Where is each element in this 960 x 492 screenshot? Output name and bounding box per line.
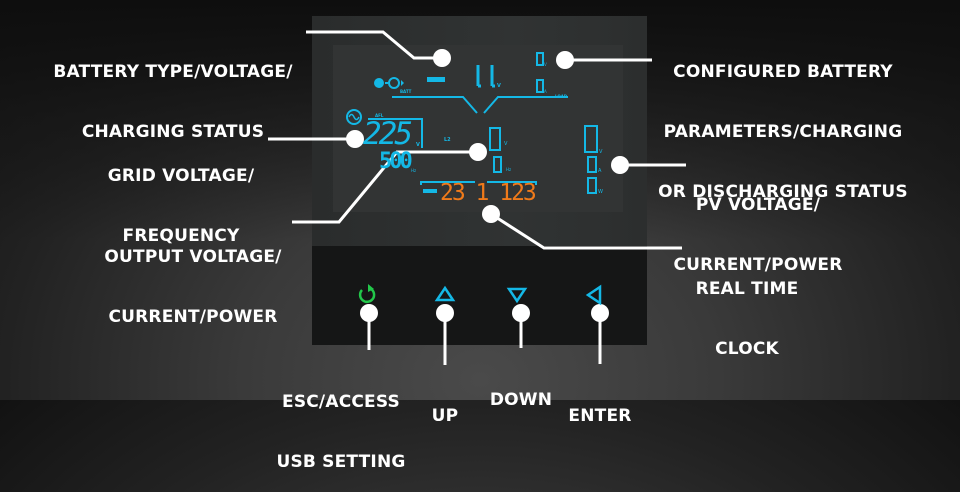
callout-configured-line1: CONFIGURED BATTERY	[673, 62, 893, 82]
callout-pv-label: PV VOLTAGE/ CURRENT/POWER	[660, 155, 856, 295]
lcd-graphics	[292, 30, 682, 322]
callout-dot-enter	[591, 304, 609, 322]
enter-button-label: ENTER	[555, 366, 645, 446]
callout-clock-label: REAL TIME CLOCK	[672, 239, 822, 379]
output-freq-digit	[493, 156, 502, 173]
down-button-label: DOWN	[476, 350, 566, 430]
config-unit1: V	[544, 62, 547, 67]
callout-grid-line1: GRID VOLTAGE/	[107, 166, 255, 186]
battery-level-bar	[427, 77, 445, 82]
clock-sign-bar	[423, 189, 437, 193]
callout-dot-battery	[433, 49, 451, 67]
batt-label: BATT	[400, 89, 412, 94]
esc-label-line1: ESC/ACCESS	[282, 392, 400, 412]
callout-output-line2: CURRENT/POWER	[108, 307, 278, 327]
callout-dot-clock	[482, 205, 500, 223]
callout-dot-esc	[360, 304, 378, 322]
callout-pv-line1: PV VOLTAGE/	[695, 195, 821, 215]
callout-dot-up	[436, 304, 454, 322]
grid-frequency: 500	[379, 149, 413, 174]
battery-unit: V	[497, 83, 501, 89]
output-voltage-digit	[489, 127, 501, 151]
up-button[interactable]	[434, 285, 456, 302]
callout-dot-down	[512, 304, 530, 322]
up-button-label: UP	[415, 366, 475, 446]
esc-button-label: ESC/ACCESS USB SETTING	[268, 352, 414, 492]
load-flow-line	[483, 96, 568, 114]
callout-dot-pv	[611, 156, 629, 174]
pv-current-unit: A	[598, 168, 602, 174]
callout-dot-output	[469, 143, 487, 161]
grid-voltage: 225	[363, 116, 413, 152]
callout-clock-line2: CLOCK	[715, 339, 779, 359]
battery-voltage-digits	[476, 65, 495, 88]
pv-current-digit	[587, 156, 597, 173]
callout-grid-label: GRID VOLTAGE/ FREQUENCY	[96, 126, 266, 266]
pv-voltage-unit: V	[599, 149, 603, 155]
callout-battery-label: BATTERY TYPE/VOLTAGE/ CHARGING STATUS	[42, 22, 304, 162]
enter-label-text: ENTER	[568, 406, 632, 426]
triangle-up-icon	[434, 285, 456, 302]
grid-frequency-unit: Hz	[411, 168, 417, 173]
refresh-icon	[358, 287, 376, 304]
callout-output-label: OUTPUT VOLTAGE/ CURRENT/POWER	[96, 207, 290, 347]
pv-voltage-digit	[584, 125, 598, 153]
pv-power-unit: W	[598, 189, 603, 195]
callout-configured-line3: OR DISCHARGING STATUS	[658, 182, 908, 202]
callout-configured-label: CONFIGURED BATTERY PARAMETERS/CHARGING O…	[652, 22, 914, 222]
callout-line-clock	[490, 212, 682, 250]
pv-power-digit	[587, 177, 597, 194]
grid-bracket-line	[368, 118, 423, 148]
ac-grid-icon	[346, 109, 362, 125]
esc-label-line2: USB SETTING	[276, 452, 406, 472]
callout-grid-line2: FREQUENCY	[122, 226, 240, 246]
down-label-text: DOWN	[489, 390, 553, 410]
config-unit2: A	[544, 89, 547, 94]
callout-pv-line2: CURRENT/POWER	[673, 255, 843, 275]
enter-button[interactable]	[585, 284, 602, 306]
callout-output-line1: OUTPUT VOLTAGE/	[104, 247, 282, 267]
l2-label: L2	[444, 137, 451, 143]
callout-dot-grid	[346, 130, 364, 148]
output-voltage-unit: V	[504, 141, 508, 147]
battery-charge-icon	[374, 77, 404, 89]
triangle-down-icon	[506, 287, 528, 304]
clock-bracket-left	[420, 181, 475, 185]
triangle-left-icon	[585, 284, 602, 306]
callout-battery-line1: BATTERY TYPE/VOLTAGE/	[53, 62, 293, 82]
down-button[interactable]	[506, 287, 528, 304]
grid-voltage-unit: V	[416, 142, 420, 148]
callout-clock-line1: REAL TIME	[695, 279, 799, 299]
config-digit-1	[536, 52, 544, 66]
output-freq-unit: Hz	[506, 167, 512, 172]
callout-line-battery	[306, 30, 442, 60]
callout-battery-line2: CHARGING STATUS	[81, 122, 265, 142]
callout-configured-line2: PARAMETERS/CHARGING	[663, 122, 903, 142]
callout-line-output	[292, 150, 478, 224]
batt-flow-line	[392, 96, 478, 114]
load-label: LOAD	[555, 94, 568, 99]
config-digit-2	[536, 79, 544, 93]
callout-dot-configured	[556, 51, 574, 69]
up-label-text: UP	[431, 406, 459, 426]
grid-label: AFL	[375, 113, 384, 118]
clock-bracket-right	[487, 181, 537, 185]
real-time-clock: 23 1 123	[440, 180, 537, 206]
esc-button[interactable]	[358, 284, 376, 304]
